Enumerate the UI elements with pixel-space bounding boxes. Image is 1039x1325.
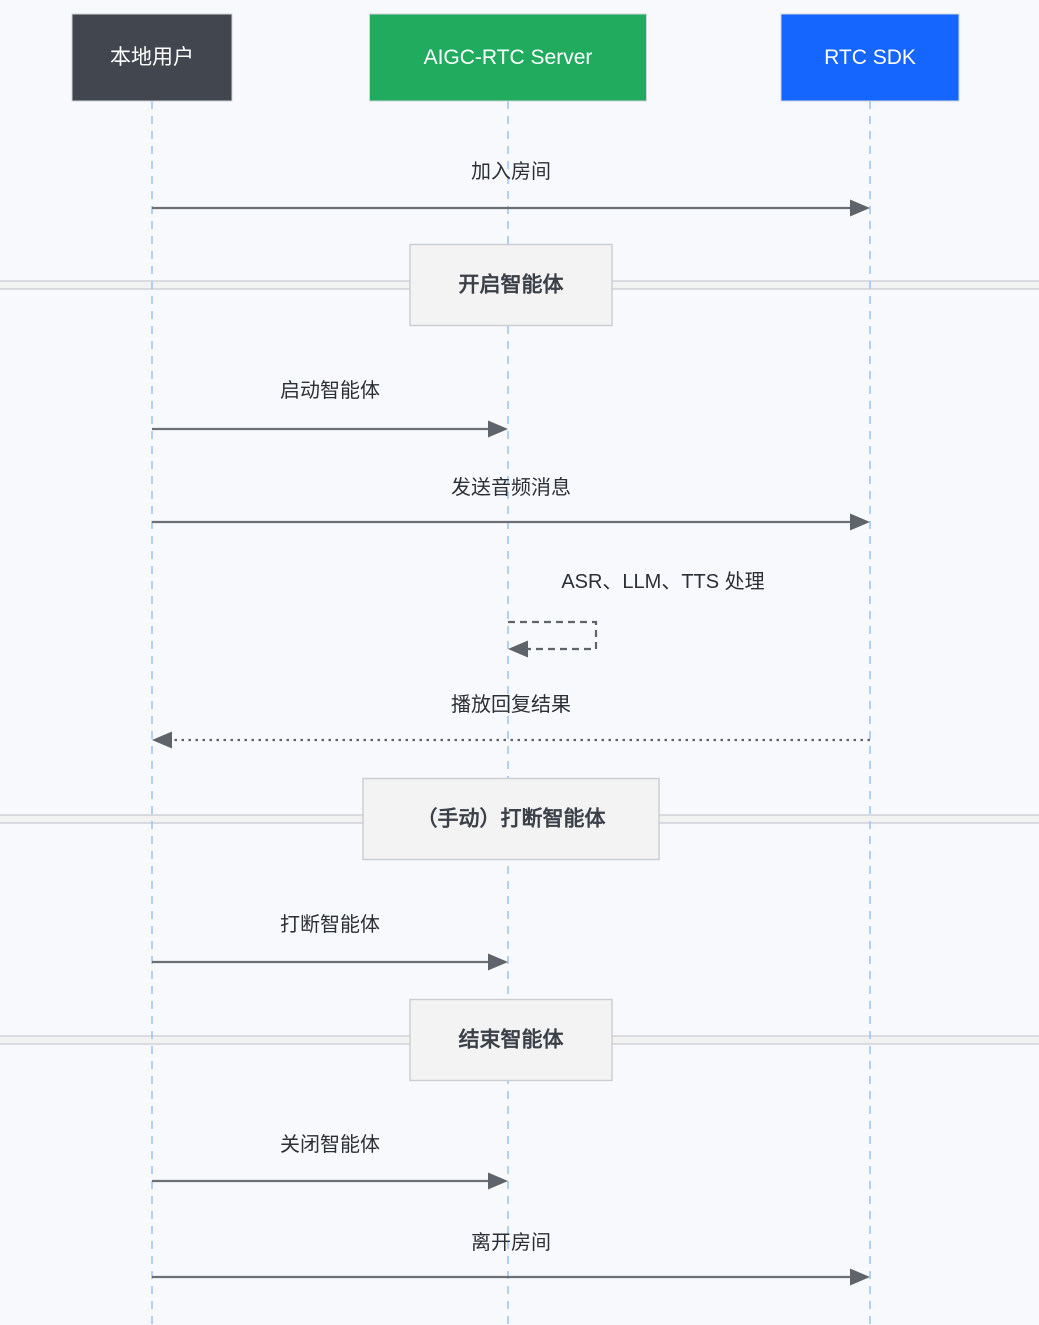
actor-label-rtc-sdk: RTC SDK — [824, 46, 916, 69]
message-label-start-agent-call: 启动智能体 — [280, 379, 380, 402]
arrow-head — [508, 640, 528, 658]
section-rect-start-agent — [409, 243, 613, 327]
message-label-close-agent-call: 关闭智能体 — [280, 1133, 380, 1156]
section-rect-stop-agent — [409, 998, 613, 1082]
message-label-interrupt-agent-call: 打断智能体 — [280, 913, 380, 936]
section-rect-manual-interrupt-agent — [362, 777, 660, 861]
section-box-start-agent: 开启智能体 — [409, 243, 613, 327]
message-label-play-reply-result: 播放回复结果 — [451, 693, 571, 716]
message-arrows — [152, 199, 870, 1286]
message-join-room — [152, 199, 870, 217]
actor-header-aigc-rtc-server: AIGC-RTC Server — [369, 13, 647, 102]
message-play-reply-result — [152, 731, 870, 749]
arrow-head — [488, 1172, 508, 1190]
actor-box-aigc-rtc-server — [369, 13, 647, 102]
section-box-manual-interrupt-agent: （手动）打断智能体 — [362, 777, 660, 861]
arrow-head — [850, 1268, 870, 1286]
message-label-send-audio-message: 发送音频消息 — [451, 476, 571, 499]
arrow-head — [850, 513, 870, 531]
message-asr-llm-tts-processing — [508, 620, 598, 658]
actor-box-local-user — [71, 13, 233, 102]
section-label-manual-interrupt-agent: （手动）打断智能体 — [417, 807, 607, 831]
section-separators — [0, 280, 1039, 1045]
actor-label-local-user: 本地用户 — [110, 46, 194, 69]
actor-header-local-user: 本地用户 — [71, 13, 233, 102]
message-start-agent-call — [152, 420, 508, 438]
message-label-leave-room: 离开房间 — [471, 1231, 551, 1254]
section-box-stop-agent: 结束智能体 — [409, 998, 613, 1082]
arrow-head — [488, 953, 508, 971]
message-close-agent-call — [152, 1172, 508, 1190]
section-label-start-agent: 开启智能体 — [459, 273, 565, 297]
actor-headers: 本地用户 AIGC-RTC Server RTC SDK — [71, 13, 960, 102]
actor-box-rtc-sdk — [780, 13, 960, 102]
message-interrupt-agent-call — [152, 953, 508, 971]
arrow-head — [488, 420, 508, 438]
actor-header-rtc-sdk: RTC SDK — [780, 13, 960, 102]
message-label-asr-llm-tts-processing: ASR、LLM、TTS 处理 — [561, 570, 764, 593]
message-line-asr-llm-tts-processing — [508, 620, 598, 651]
actor-lifelines — [151, 101, 871, 1325]
message-send-audio-message — [152, 513, 870, 531]
actor-label-aigc-rtc-server: AIGC-RTC Server — [424, 46, 593, 69]
arrow-head — [152, 731, 172, 749]
message-leave-room — [152, 1268, 870, 1286]
section-label-stop-agent: 结束智能体 — [459, 1028, 565, 1052]
message-label-join-room: 加入房间 — [471, 160, 551, 183]
arrow-head — [850, 199, 870, 217]
